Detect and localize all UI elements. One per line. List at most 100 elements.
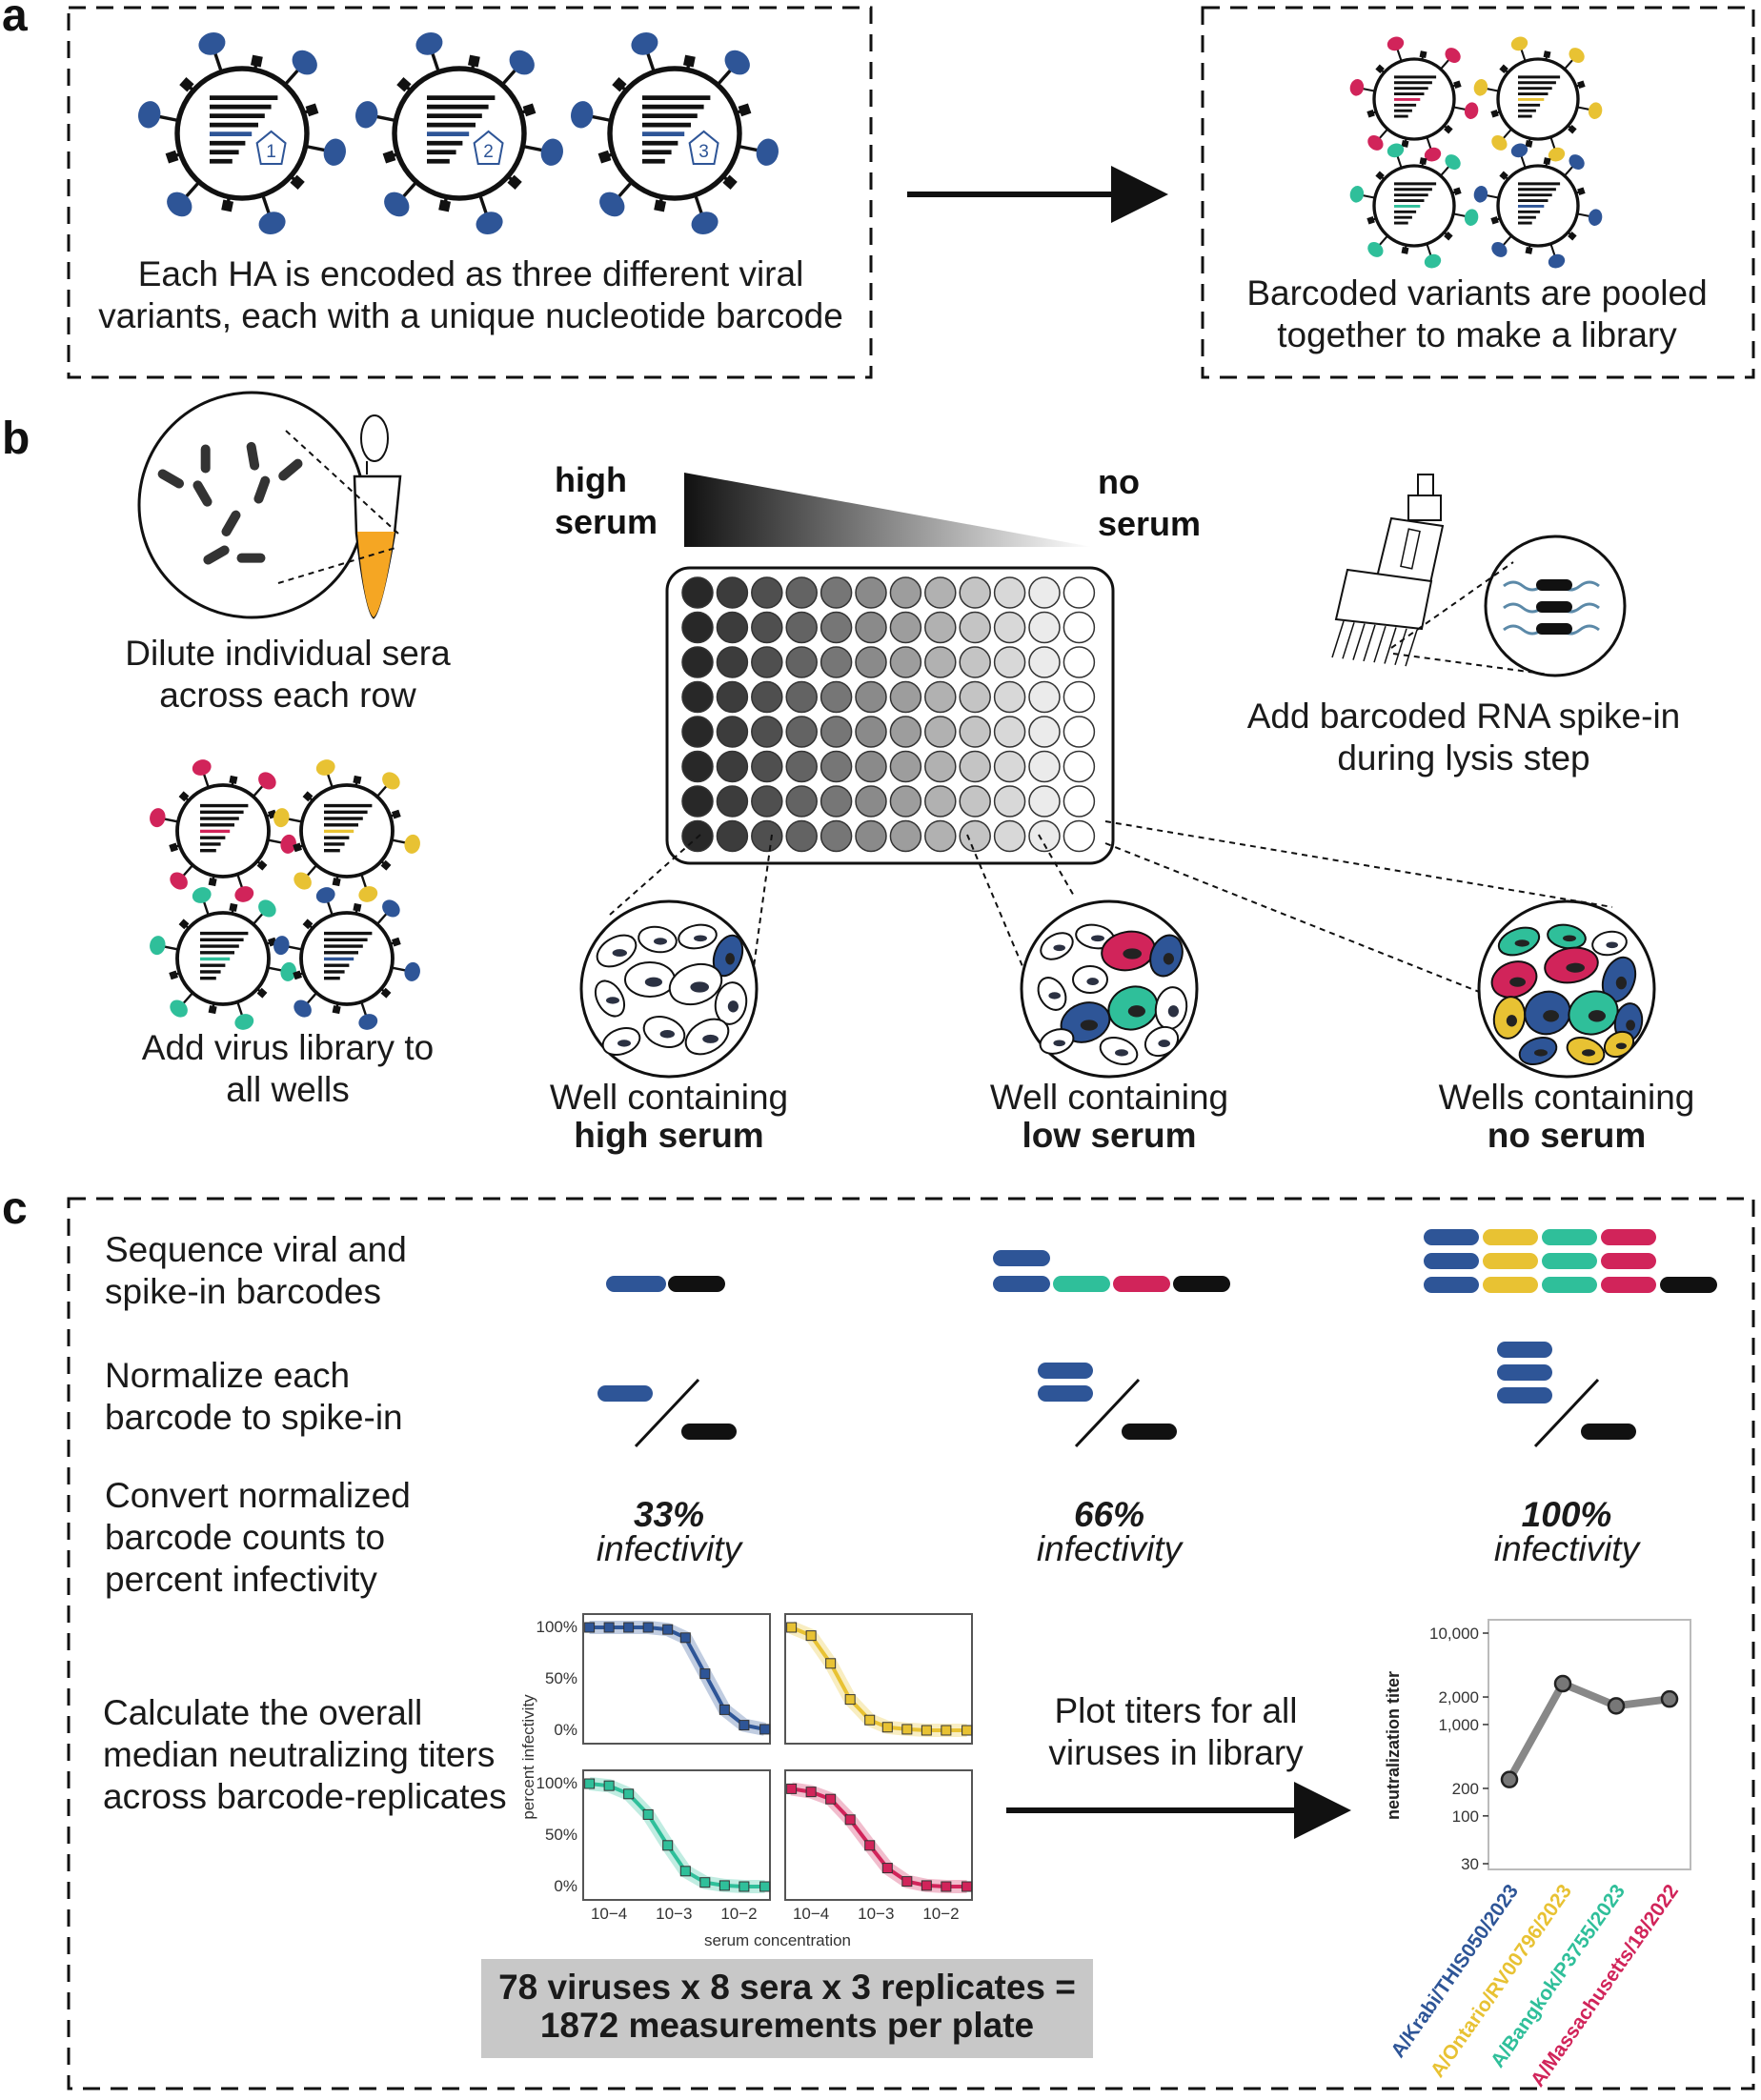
summary-line1: 78 viruses x 8 sera x 3 replicates = <box>498 1968 1076 2007</box>
plate-well <box>785 576 818 609</box>
library-b-virus-blue <box>273 887 420 1030</box>
summary-line2: 1872 measurements per plate <box>540 2006 1034 2045</box>
cell-nucleus <box>1615 976 1627 990</box>
well-high-caption-line2: high serum <box>574 1116 763 1155</box>
cell-nucleus <box>654 938 667 945</box>
panel-a-left-caption-line2: variants, each with a unique nucleotide … <box>98 296 843 335</box>
spike-caption-line1: Add barcoded RNA spike-in <box>1247 697 1681 736</box>
cell-nucleus <box>1080 1020 1098 1031</box>
panel-a-right-box <box>1201 6 1755 379</box>
pipette-tip <box>1363 624 1376 662</box>
curve-data-point <box>699 1877 711 1888</box>
plate-well <box>820 576 853 609</box>
curve-x-tick: 10−2 <box>922 1905 959 1923</box>
antibody-icon <box>157 444 213 507</box>
curve-data-point <box>921 1880 932 1891</box>
curve-data-point <box>584 1778 596 1789</box>
plate-well <box>1028 750 1061 783</box>
plate-well <box>716 680 749 714</box>
curve-data-point <box>623 1622 635 1633</box>
barcode-blue <box>606 1276 666 1292</box>
pipette-tip <box>1373 625 1387 663</box>
curve-y-tick: 0% <box>554 1877 577 1895</box>
cell-nucleus <box>1163 953 1174 965</box>
plate-well <box>993 646 1026 678</box>
curve-data-point <box>844 1814 856 1826</box>
well-low-caption-line1: Well containing <box>990 1078 1228 1117</box>
plate-well <box>820 646 853 678</box>
plate-well <box>959 576 991 609</box>
curve-data-point <box>719 1880 730 1891</box>
panel-a-right-caption-line1: Barcoded variants are pooled <box>1246 273 1707 313</box>
curve-data-point <box>961 1881 973 1892</box>
spike-zoom-line-bottom <box>1392 653 1550 676</box>
plate-well <box>681 785 714 818</box>
titer-plot-frame <box>1488 1619 1691 1870</box>
cell-nucleus <box>1563 935 1576 942</box>
well-no-serum-cells <box>1477 899 1656 1079</box>
cell-nucleus <box>1053 1040 1065 1047</box>
infectivity-word-66: infectivity <box>1037 1529 1184 1568</box>
plate-well <box>1028 680 1061 714</box>
step2-line2: barcode to spike-in <box>105 1398 403 1437</box>
normalized-barcode-blue <box>1038 1385 1093 1402</box>
curve-fit-line <box>589 1782 765 1888</box>
plate-well <box>889 646 922 678</box>
library-b-virus-red <box>150 759 296 902</box>
normalized-spike-in <box>1581 1424 1636 1440</box>
plate-well <box>1063 576 1096 609</box>
barcode-spike-in <box>668 1276 725 1292</box>
library-b-virus-teal <box>150 887 296 1030</box>
plate-well <box>1063 680 1096 714</box>
plate-well <box>785 716 818 748</box>
plate-well <box>855 611 887 644</box>
cell-nucleus <box>612 949 627 958</box>
plate-well <box>959 646 991 678</box>
barcode-blue <box>993 1250 1050 1266</box>
plate-well <box>1063 750 1096 783</box>
cell-nucleus <box>1615 1042 1627 1050</box>
spike-zoom-line-top <box>1390 561 1514 649</box>
plate-well <box>855 576 887 609</box>
step4-line2: median neutralizing titers <box>103 1735 495 1774</box>
infectivity-word-33: infectivity <box>597 1529 744 1568</box>
panel-label-c: c <box>2 1183 28 1234</box>
plate-well <box>924 785 957 818</box>
curve-data-point <box>805 1787 817 1798</box>
curve-data-point <box>864 1714 876 1726</box>
antibody-zoom-icon <box>137 391 366 619</box>
plate-well <box>785 680 818 714</box>
curve-data-point <box>864 1840 876 1851</box>
titer-y-tick: 200 <box>1452 1780 1479 1798</box>
plate-well <box>855 716 887 748</box>
curve-data-point <box>825 1793 837 1805</box>
barcode-stack <box>1542 1277 1597 1293</box>
step1-line1: Sequence viral and <box>105 1230 407 1269</box>
step3-line3: percent infectivity <box>105 1560 377 1599</box>
curve-data-point <box>642 1808 654 1820</box>
plate-well <box>681 611 714 644</box>
curve-data-point <box>623 1788 635 1800</box>
titer-point <box>1607 1697 1626 1715</box>
curve-data-point <box>961 1725 973 1736</box>
cell-nucleus <box>1606 941 1618 949</box>
cell-nucleus <box>1543 1010 1559 1022</box>
curve-data-point <box>603 1780 615 1791</box>
barcode-blue <box>993 1276 1050 1292</box>
cell-nucleus <box>644 977 663 987</box>
panel-a-left-box <box>67 6 873 379</box>
plate-well <box>924 646 957 678</box>
antibody-icon <box>246 441 303 504</box>
barcode-spike-in <box>1660 1277 1717 1293</box>
cell-nucleus <box>1534 1049 1548 1057</box>
spike-caption-line2: during lysis step <box>1337 738 1589 777</box>
plate-well <box>785 785 818 818</box>
plate-well <box>751 819 783 853</box>
plate-well <box>889 819 922 853</box>
barcode-stack <box>1483 1229 1538 1245</box>
cell-nucleus <box>1123 948 1142 959</box>
plate-well <box>1028 611 1061 644</box>
step4-line1: Calculate the overall <box>103 1693 422 1732</box>
plate-well <box>716 750 749 783</box>
